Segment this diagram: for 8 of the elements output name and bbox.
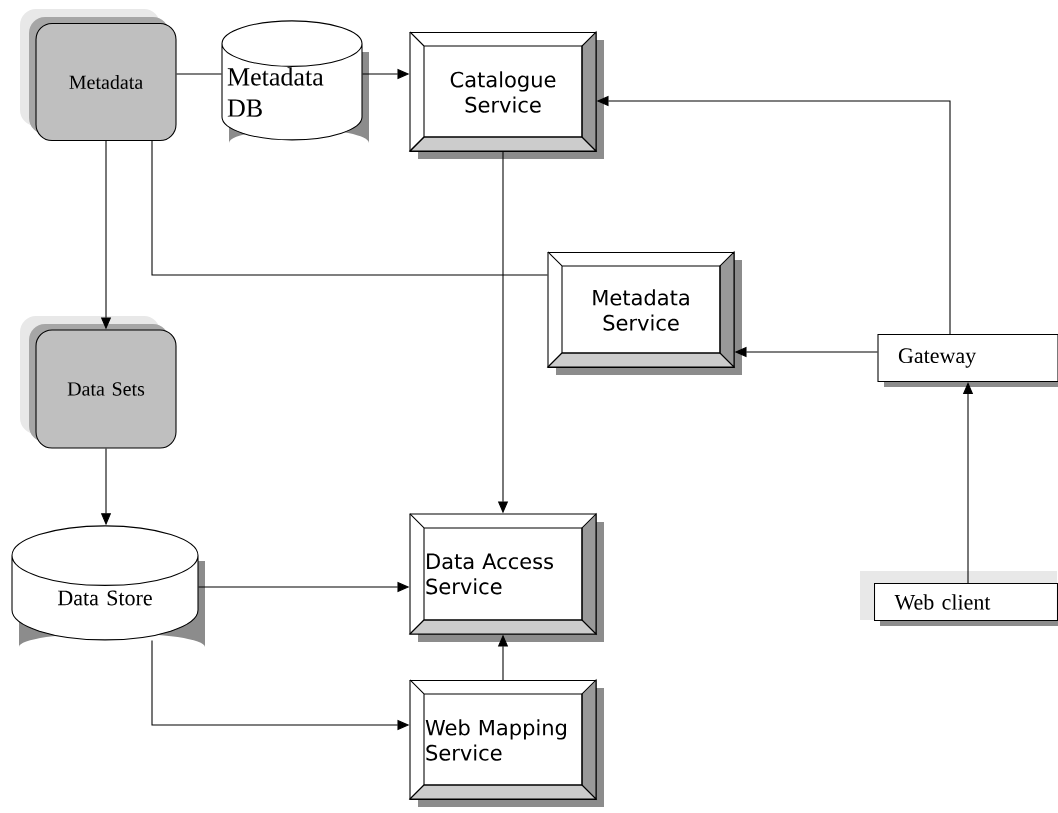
client-box: Web client (860, 571, 1058, 626)
gateway-box: Gateway (877, 333, 1058, 387)
connector-line (176, 73, 222, 75)
connector-line (151, 140, 548, 276)
rounded-box: Data Sets (20, 316, 177, 449)
database-cylinder: Metadata DB (221, 20, 369, 143)
rounded-box: Metadata (20, 9, 177, 142)
database-cylinder: Data Store (11, 525, 205, 647)
